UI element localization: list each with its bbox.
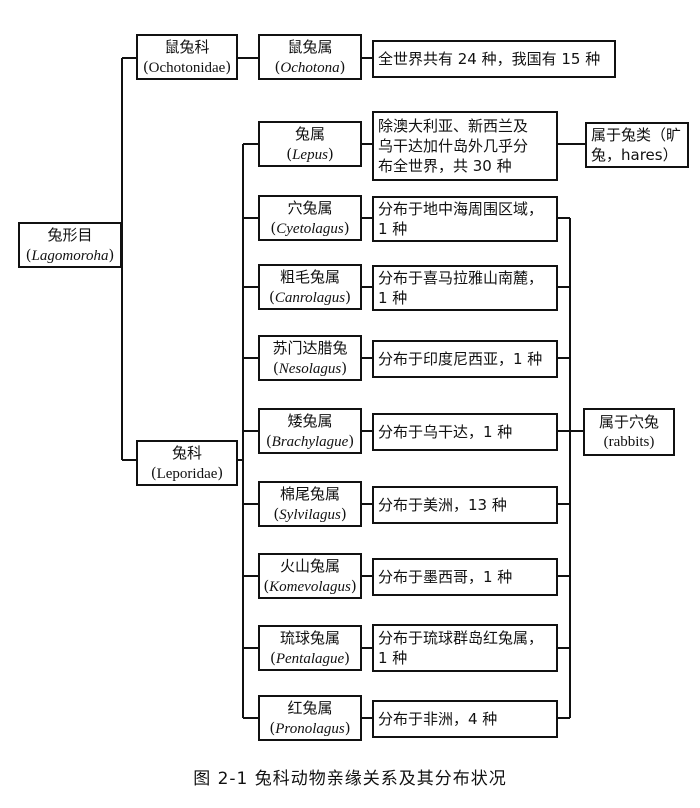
genus-latin: (Sylvilagus) xyxy=(273,504,347,523)
order-latin: (Lagomoroha) xyxy=(25,245,115,264)
genus-box-nesolagus: 苏门达腊兔 (Nesolagus) xyxy=(258,335,362,381)
genus-latin: (Komevolagus) xyxy=(263,576,357,595)
genus-box-komevolagus: 火山兔属 (Komevolagus) xyxy=(258,553,362,599)
genus-name: 兔属 xyxy=(294,124,325,143)
genus-box-canrolagus: 粗毛兔属 (Canrolagus) xyxy=(258,264,362,310)
genus-latin: (Lepus) xyxy=(286,144,334,163)
distribution-note: 全世界共有 24 种，我国有 15 种 xyxy=(378,50,601,68)
note-box-pronolagus: 分布于非洲，4 种 xyxy=(372,700,558,738)
genus-box-brachylague: 矮兔属 (Brachylague) xyxy=(258,408,362,454)
order-box: 兔形目 (Lagomoroha) xyxy=(18,222,122,268)
family-latin: (Ochotonidae) xyxy=(142,57,232,76)
distribution-note: 分布于喜马拉雅山南麓， 1 种 xyxy=(378,269,544,307)
genus-name: 穴兔属 xyxy=(287,198,333,217)
distribution-note: 分布于地中海周围区域， 1 种 xyxy=(378,200,544,238)
genus-name: 琉球兔属 xyxy=(279,628,340,647)
genus-box-pronolagus: 红兔属 (Pronolagus) xyxy=(258,695,362,741)
genus-name: 鼠兔属 xyxy=(287,37,333,56)
family-box-ochotonidae: 鼠兔科 (Ochotonidae) xyxy=(136,34,238,80)
note-box-pentalague: 分布于琉球群岛红兔属， 1 种 xyxy=(372,624,558,672)
distribution-note: 分布于非洲，4 种 xyxy=(378,710,498,728)
figure-caption: 图 2-1 兔科动物亲缘关系及其分布状况 xyxy=(193,769,507,789)
genus-box-cyetolagus: 穴兔属 (Cyetolagus) xyxy=(258,195,362,241)
genus-name: 火山兔属 xyxy=(279,556,340,575)
genus-latin: (Brachylague) xyxy=(265,431,355,450)
genus-latin: (Cyetolagus) xyxy=(270,218,350,237)
genus-name: 粗毛兔属 xyxy=(279,267,340,286)
family-box-leporidae: 兔科 (Leporidae) xyxy=(136,440,238,486)
distribution-note: 分布于琉球群岛红兔属， 1 种 xyxy=(378,629,544,667)
note-box-komevolagus: 分布于墨西哥，1 种 xyxy=(372,558,558,596)
genus-latin: (Pronolagus) xyxy=(269,718,351,737)
family-name: 鼠兔科 xyxy=(164,37,210,56)
distribution-note: 分布于美洲，13 种 xyxy=(378,496,507,514)
family-latin: (Leporidae) xyxy=(150,463,224,482)
genus-latin: (Ochotona) xyxy=(274,57,346,76)
note-box-nesolagus: 分布于印度尼西亚，1 种 xyxy=(372,340,558,378)
genus-box-sylvilagus: 棉尾兔属 (Sylvilagus) xyxy=(258,481,362,527)
order-name: 兔形目 xyxy=(47,225,93,244)
group-label-hares: 属于兔类（旷 兔，hares） xyxy=(591,126,682,164)
note-box-cyetolagus: 分布于地中海周围区域， 1 种 xyxy=(372,196,558,242)
note-box-ochotona: 全世界共有 24 种，我国有 15 种 xyxy=(372,40,616,78)
genus-latin: (Nesolagus) xyxy=(272,358,348,377)
group-box-rabbits: 属于穴兔 (rabbits) xyxy=(583,408,675,456)
note-box-sylvilagus: 分布于美洲，13 种 xyxy=(372,486,558,524)
genus-box-pentalague: 琉球兔属 (Pentalague) xyxy=(258,625,362,671)
genus-name: 苏门达腊兔 xyxy=(272,338,348,357)
genus-name: 矮兔属 xyxy=(287,411,333,430)
genus-box-ochotona: 鼠兔属 (Ochotona) xyxy=(258,34,362,80)
group-box-hares: 属于兔类（旷 兔，hares） xyxy=(585,122,689,168)
distribution-note: 分布于墨西哥，1 种 xyxy=(378,568,513,586)
note-box-canrolagus: 分布于喜马拉雅山南麓， 1 种 xyxy=(372,265,558,311)
genus-name: 红兔属 xyxy=(287,698,333,717)
genus-name: 棉尾兔属 xyxy=(279,484,340,503)
group-latin-rabbits: (rabbits) xyxy=(603,434,655,450)
group-label-rabbits: 属于穴兔 xyxy=(598,413,659,431)
family-name: 兔科 xyxy=(171,443,202,462)
distribution-note: 分布于乌干达，1 种 xyxy=(378,423,513,441)
distribution-note: 分布于印度尼西亚，1 种 xyxy=(378,350,543,368)
distribution-note: 除澳大利亚、新西兰及 乌干达加什岛外几乎分 布全世界，共 30 种 xyxy=(378,117,529,175)
genus-box-lepus: 兔属 (Lepus) xyxy=(258,121,362,167)
note-box-brachylague: 分布于乌干达，1 种 xyxy=(372,413,558,451)
genus-latin: (Canrolagus) xyxy=(268,287,351,306)
genus-latin: (Pentalague) xyxy=(269,648,351,667)
note-box-lepus: 除澳大利亚、新西兰及 乌干达加什岛外几乎分 布全世界，共 30 种 xyxy=(372,111,558,181)
